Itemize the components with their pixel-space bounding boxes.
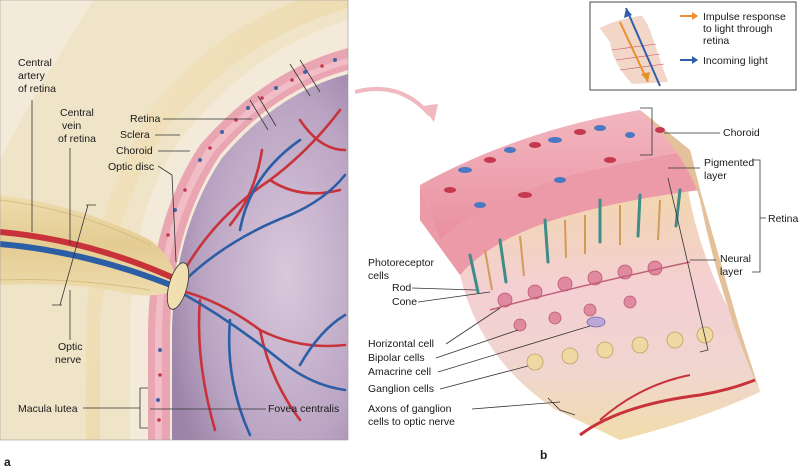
- label-horizontal-cell: Horizontal cell: [368, 338, 434, 350]
- label-choroid-b: Choroid: [723, 127, 760, 139]
- label-optic-disc: Optic disc: [108, 161, 154, 173]
- legend-impulse-arrow-mark: [619, 21, 649, 83]
- label-optic-nerve: Optic nerve: [55, 341, 85, 366]
- label-photoreceptor-cells: Photoreceptor cells: [368, 257, 437, 282]
- legend: Impulse response to light through retina…: [589, 1, 797, 91]
- label-retina-a: Retina: [130, 113, 161, 125]
- panel-b-letter: b: [540, 448, 547, 462]
- label-choroid-a: Choroid: [116, 145, 153, 157]
- label-sclera-a: Sclera: [120, 129, 150, 141]
- panel-b-illustration: [420, 110, 760, 440]
- label-rod: Rod: [392, 282, 411, 294]
- label-fovea-centralis: Fovea centralis: [268, 403, 339, 415]
- panel-a-labels: Central artery of retina Central vein of…: [4, 57, 339, 469]
- label-ganglion-cells: Ganglion cells: [368, 383, 434, 395]
- label-bipolar-cells: Bipolar cells: [368, 352, 425, 364]
- legend-incoming-arrow-mark: [625, 7, 661, 87]
- label-neural-layer: Neural layer: [720, 253, 754, 278]
- label-cone: Cone: [392, 296, 417, 308]
- label-pigmented-layer: Pigmented layer: [704, 157, 757, 182]
- label-retina-b: Retina: [768, 213, 799, 225]
- legend-incoming-label: Incoming light: [703, 55, 768, 67]
- label-macula-lutea: Macula lutea: [18, 403, 78, 415]
- panel-a-illustration: [0, 0, 349, 441]
- label-central-vein: Central vein of retina: [58, 107, 97, 145]
- label-amacrine-cell: Amacrine cell: [368, 366, 431, 378]
- panel-b-labels: Choroid Pigmented layer Retina Neural la…: [368, 107, 799, 462]
- label-central-artery: Central artery of retina: [18, 57, 56, 95]
- label-axons: Axons of ganglion cells to optic nerve: [368, 403, 455, 428]
- panel-a-letter: a: [4, 455, 11, 469]
- link-arrow: [354, 87, 432, 117]
- legend-impulse-label: Impulse response to light through retina: [703, 11, 789, 47]
